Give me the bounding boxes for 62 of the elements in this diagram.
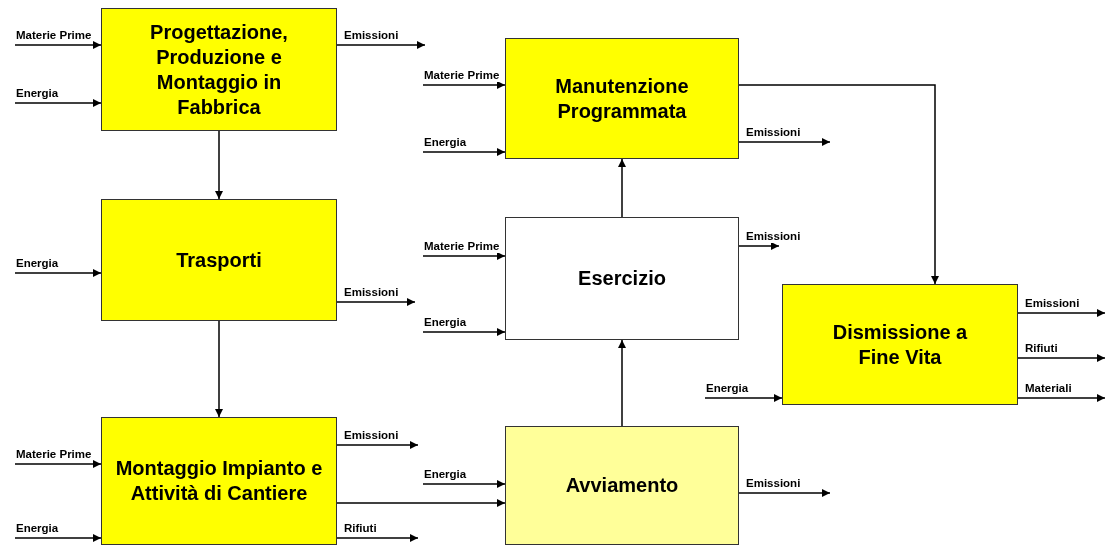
process-box bbox=[505, 38, 739, 159]
arrow bbox=[1017, 309, 1106, 317]
edge-label: Energia bbox=[705, 381, 750, 395]
arrow bbox=[738, 242, 780, 250]
arrow bbox=[618, 339, 626, 427]
arrow bbox=[618, 158, 626, 218]
edge-label: Energia bbox=[15, 86, 60, 100]
process-title: Trasporti bbox=[176, 247, 262, 273]
edge-label: Rifiuti bbox=[343, 521, 378, 535]
arrow bbox=[422, 252, 506, 260]
edge-label: Rifiuti bbox=[1024, 341, 1059, 355]
edge-label: Emissioni bbox=[343, 28, 400, 42]
process-title: Avviamento bbox=[565, 473, 679, 498]
process-box bbox=[101, 199, 337, 321]
process-title: Dismissione a Fine Vita bbox=[831, 319, 969, 370]
arrow bbox=[336, 298, 416, 306]
arrow bbox=[14, 269, 102, 277]
arrow bbox=[422, 148, 506, 156]
arrow bbox=[336, 41, 426, 49]
arrow bbox=[422, 81, 506, 89]
edge-label: Materie Prime bbox=[423, 239, 501, 253]
edge-label: Energia bbox=[423, 135, 468, 149]
arrow bbox=[14, 41, 102, 49]
edge-label: Energia bbox=[15, 521, 60, 535]
edge-label: Energia bbox=[423, 467, 468, 481]
arrow bbox=[422, 328, 506, 336]
arrow bbox=[215, 130, 223, 200]
process-box bbox=[505, 217, 739, 340]
arrow bbox=[704, 394, 783, 402]
edge-label: Emissioni bbox=[343, 428, 400, 442]
arrow bbox=[738, 138, 831, 146]
process-title: Montaggio Impianto e Attività di Cantiere bbox=[114, 456, 324, 506]
arrow bbox=[336, 534, 419, 542]
edge-label: Materie Prime bbox=[423, 68, 501, 82]
edge-label: Energia bbox=[15, 256, 60, 270]
arrow bbox=[422, 480, 506, 488]
arrow bbox=[738, 489, 831, 497]
edge-label: Energia bbox=[423, 315, 468, 329]
arrow bbox=[14, 99, 102, 107]
process-box bbox=[101, 8, 337, 131]
process-box bbox=[782, 284, 1018, 405]
process-title: Esercizio bbox=[578, 266, 666, 291]
edge-label: Emissioni bbox=[745, 125, 802, 139]
process-title: Manutenzione Programmata bbox=[554, 73, 690, 124]
process-title: Progettazione, Produzione e Montaggio in Fabbrica bbox=[149, 19, 289, 120]
arrow bbox=[1017, 354, 1106, 362]
arrow bbox=[215, 320, 223, 418]
edge-label: Materie Prime bbox=[15, 447, 93, 461]
arrow bbox=[1017, 394, 1106, 402]
arrow bbox=[336, 441, 419, 449]
edge-label: Materie Prime bbox=[15, 28, 93, 42]
arrow bbox=[14, 460, 102, 468]
edge-label: Materiali bbox=[1024, 381, 1073, 395]
arrow bbox=[14, 534, 102, 542]
arrow bbox=[336, 499, 506, 507]
edge-label: Emissioni bbox=[745, 476, 802, 490]
edge-label: Emissioni bbox=[745, 229, 802, 243]
process-box bbox=[101, 417, 337, 545]
arrow bbox=[738, 84, 939, 285]
edge-label: Emissioni bbox=[1024, 296, 1081, 310]
process-box bbox=[505, 426, 739, 545]
edge-label: Emissioni bbox=[343, 285, 400, 299]
